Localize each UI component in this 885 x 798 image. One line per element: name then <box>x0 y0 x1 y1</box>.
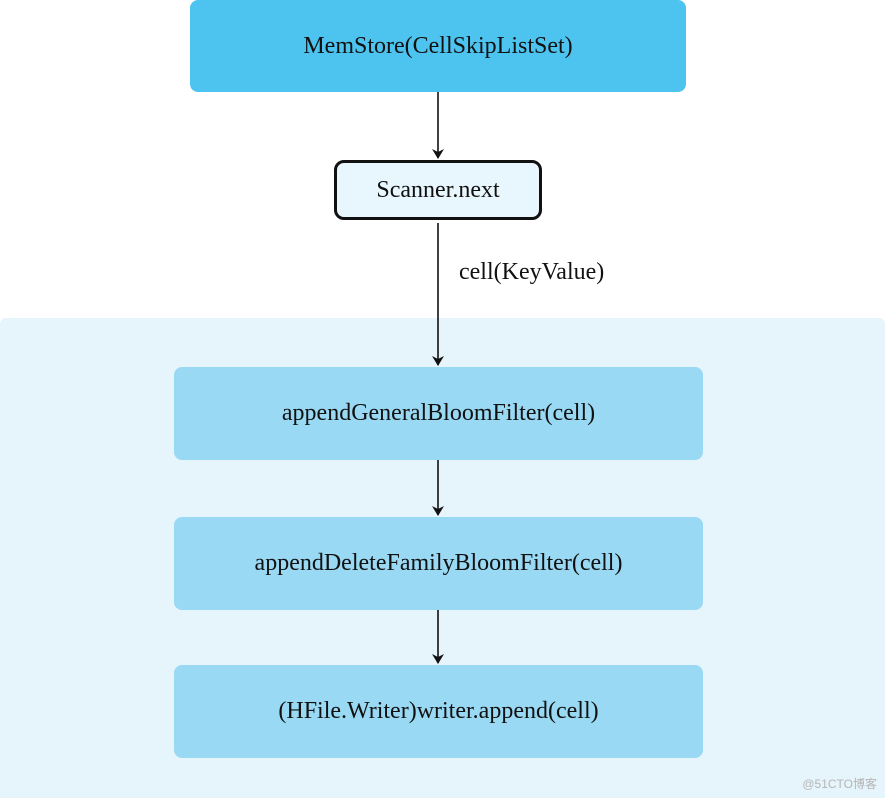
append-general-bloom-filter-label: appendGeneralBloomFilter(cell) <box>281 400 596 426</box>
scanner-next-node-label: Scanner.next <box>376 176 500 203</box>
watermark: @51CTO博客 <box>802 777 877 791</box>
append-general-bloom-filter-node: appendGeneralBloomFilter(cell) <box>174 367 703 460</box>
append-delete-family-bloom-filter-label: appendDeleteFamilyBloomFilter(cell) <box>254 550 623 576</box>
writer-append-label: (HFile.Writer)writer.append(cell) <box>278 698 599 724</box>
cell-keyvalue-edge-label: cell(KeyValue) <box>459 259 605 285</box>
memstore-node: MemStore(CellSkipListSet) <box>190 0 686 92</box>
memstore-node-label: MemStore(CellSkipListSet) <box>303 32 573 59</box>
writer-append-node: (HFile.Writer)writer.append(cell) <box>174 665 703 758</box>
append-delete-family-bloom-filter-node: appendDeleteFamilyBloomFilter(cell) <box>174 517 703 610</box>
scanner-next-node: Scanner.next <box>334 160 542 220</box>
